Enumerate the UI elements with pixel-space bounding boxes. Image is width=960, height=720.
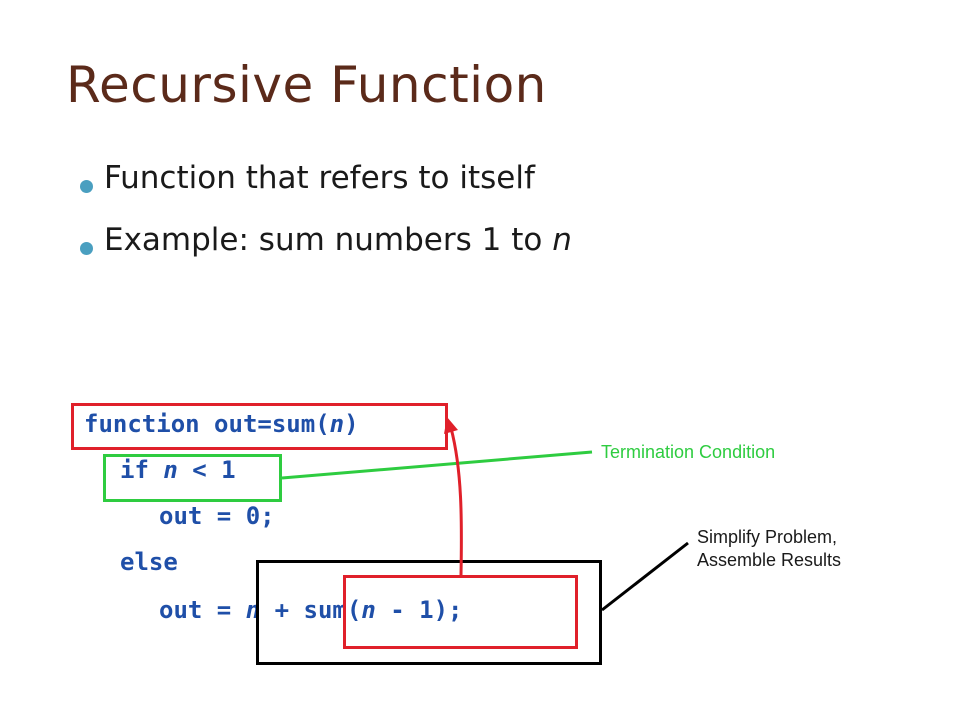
bullet-text: Example: sum numbers 1 to	[104, 222, 553, 258]
recursive-call-box	[343, 575, 578, 649]
code-token: - 1);	[375, 596, 463, 624]
code-token: function out=sum(	[84, 410, 330, 438]
slide-title: Recursive Function	[66, 56, 547, 114]
bullet-list: Function that refers to itself Example: …	[80, 160, 572, 284]
simplify-callout: Simplify Problem, Assemble Results	[697, 526, 841, 572]
code-token: < 1	[177, 456, 236, 484]
bullet-item: Example: sum numbers 1 to n	[80, 222, 572, 284]
simplify-connector-line	[601, 541, 689, 612]
bullet-dot-icon	[80, 242, 93, 255]
recursion-arrowhead-icon	[444, 417, 458, 434]
bullet-dot-icon	[80, 180, 93, 193]
termination-connector-line	[281, 450, 593, 480]
simplify-callout-line: Assemble Results	[697, 550, 842, 570]
code-token: + sum(	[260, 596, 362, 624]
code-variable: n	[163, 456, 178, 484]
code-token: )	[344, 410, 359, 438]
code-line-if: if n < 1	[120, 458, 236, 482]
code-token: out =	[159, 596, 246, 624]
code-line-recursive-case: out = n + sum(n - 1);	[159, 598, 462, 622]
code-line-base-case: out = 0;	[159, 504, 275, 528]
code-variable: n	[329, 410, 345, 438]
bullet-text: Function that refers to itself	[104, 160, 535, 196]
bullet-item: Function that refers to itself	[80, 160, 572, 222]
termination-callout: Termination Condition	[601, 442, 776, 462]
bullet-variable: n	[552, 222, 572, 258]
code-token: if	[120, 456, 164, 484]
code-token: else	[120, 548, 178, 576]
code-line-function: function out=sum(n)	[84, 412, 359, 436]
simplify-assemble-box	[256, 560, 602, 665]
code-variable: n	[361, 596, 376, 624]
code-token: out = 0;	[159, 502, 275, 530]
code-line-else: else	[120, 550, 178, 574]
termination-condition-box	[103, 454, 282, 502]
simplify-callout-line: Simplify Problem,	[697, 527, 838, 547]
recursion-arrow-line	[449, 427, 463, 576]
